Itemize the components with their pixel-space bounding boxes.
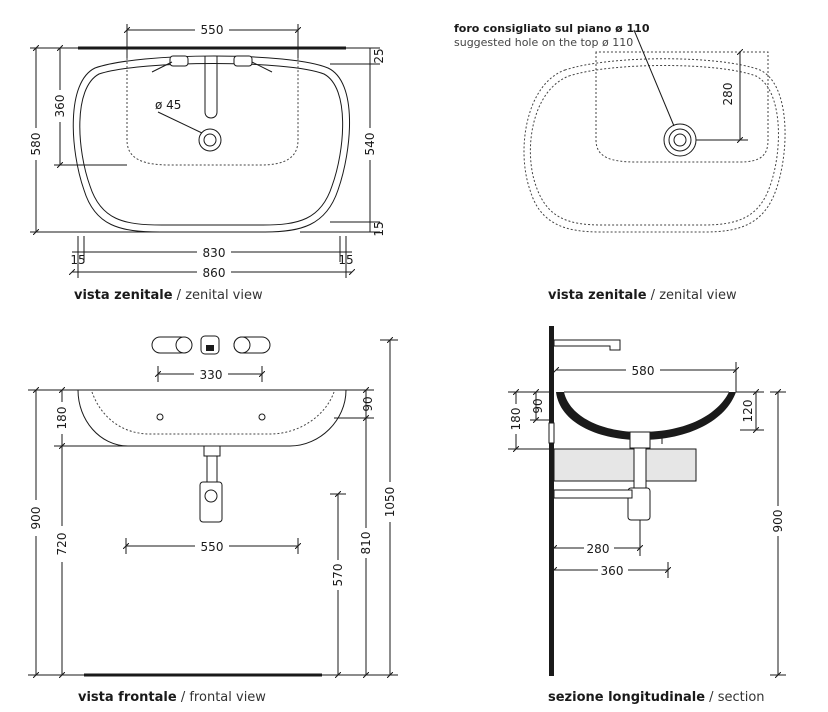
dim-720: 720 [55,533,69,556]
label-bg [54,402,70,434]
drain-body [629,431,651,449]
label-bg [330,560,346,590]
tap-left-knob [175,336,193,354]
drain-pipe-section [633,447,647,491]
dim-90-front: 90 [361,396,375,411]
dim-hole-45: ø 45 [155,98,181,112]
dim-330: 330 [200,368,223,382]
dim-180-section: 180 [509,408,523,431]
basin-inner-outline [79,63,344,226]
dim-900-section: 900 [771,510,785,533]
hole-110-inner [673,133,687,147]
tap-left [169,55,189,67]
countertop-section [553,448,697,482]
dim-810: 810 [359,532,373,555]
caption-zenital-2: vista zenitale / zenital view [548,288,737,303]
label-bg [28,128,44,160]
label-bg [358,528,374,558]
drain-hole [198,128,222,152]
siphon-cap [204,489,218,503]
dim-15-right: 15 [372,221,386,236]
overflow-hole-left [156,413,164,421]
spout [204,56,218,119]
dim-360-section: 360 [601,564,624,578]
dim-360: 360 [53,95,67,118]
dim-120: 120 [741,400,755,423]
label-bg [194,367,228,381]
label-bg [195,22,229,36]
spout-opening [206,345,214,351]
dim-1050: 1050 [383,487,397,518]
label-bg [54,526,70,562]
label-bg [584,541,614,555]
label-bg [52,90,68,122]
dim-15-bottom-right: 15 [338,253,353,267]
label-bg [197,265,231,279]
basin-dashed-inner [529,65,779,226]
tap-right [233,55,253,67]
panel-zenital-view-hole: foro consigliato sul piano ø 110 suggest… [454,22,786,303]
drain-lever [650,435,663,444]
dim-550-front: 550 [201,540,224,554]
panel-section-view: 580 180 90 120 900 280 360 sezione longi… [508,326,786,705]
dim-15-left: 15 [70,253,85,267]
label-bg [626,363,660,377]
caption-zenital: vista zenitale / zenital view [74,288,263,303]
dim-550: 550 [201,23,224,37]
caption-section: sezione longitudinale / section [548,690,765,705]
label-bg [382,482,398,522]
dim-280-section: 280 [587,542,610,556]
dim-25: 25 [372,48,386,63]
label-bg [197,245,231,259]
dim-280-top: 280 [721,83,735,106]
basin-dashed-outline [523,58,786,233]
hole-leader [157,111,203,134]
drain-neck [203,445,221,457]
note-hole-en: suggested hole on the top ø 110 [454,36,633,49]
dim-180-front: 180 [55,407,69,430]
dim-90-section: 90 [531,398,545,413]
label-bg [770,506,786,536]
caption-frontal: vista frontale / frontal view [78,690,266,705]
dim-580: 580 [29,133,43,156]
bowl-front-dashed [91,391,335,435]
label-bg [508,404,524,434]
label-bg [28,500,44,536]
wall-pipe-gap [548,422,555,444]
basin-front [77,389,347,447]
dim-830: 830 [203,246,226,260]
note-leader [633,29,675,127]
wall-spout [553,339,621,351]
dim-900-front: 900 [29,507,43,530]
dim-540: 540 [363,133,377,156]
basin-outline [72,55,350,233]
tap-right-knob [233,336,251,354]
dim-860: 860 [203,266,226,280]
dim-570: 570 [331,564,345,587]
bowl-dashed [126,58,299,166]
siphon-section [627,487,651,521]
dim-580-section: 580 [632,364,655,378]
label-bg [362,128,378,160]
wall [549,326,554,676]
panel-zenital-view: ø 45 550 580 360 25 540 15 [28,22,386,303]
drain-pipe [206,455,218,483]
note-hole-it: foro consigliato sul piano ø 110 [454,22,650,35]
label-bg [720,80,736,108]
basin-section [556,392,736,440]
tap-edges [151,61,273,73]
label-bg [195,539,229,553]
label-bg [598,563,628,577]
drain-hole-inner [203,133,217,147]
overflow-hole-right [258,413,266,421]
wall-drain-pipe [553,489,633,499]
hole-110-mid [668,128,692,152]
panel-frontal-view: 330 900 180 720 550 [28,335,398,705]
